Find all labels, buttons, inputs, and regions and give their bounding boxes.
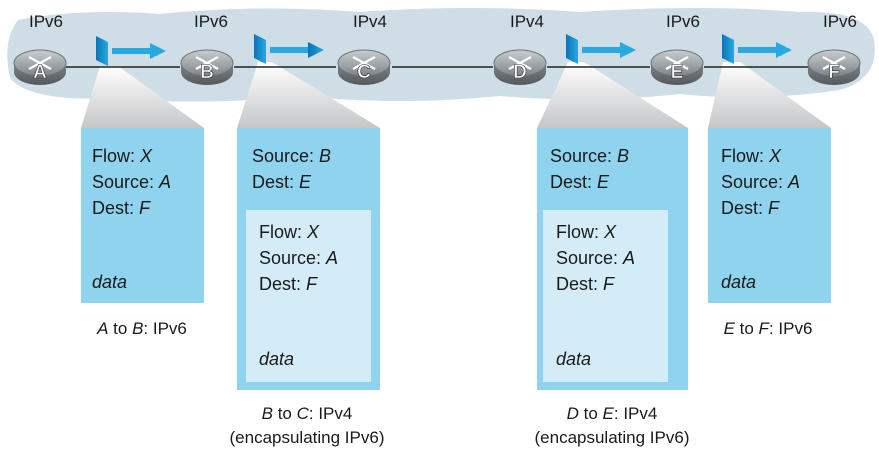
funnel-de bbox=[537, 62, 688, 128]
router-arrows-icon bbox=[508, 55, 532, 71]
outer-source-field: Source: B bbox=[550, 146, 629, 166]
proto-label-f: IPv6 bbox=[823, 12, 857, 31]
arrow-right-icon bbox=[308, 42, 324, 58]
packet-box bbox=[708, 128, 831, 303]
source-field: Source: A bbox=[92, 172, 171, 192]
outer-dest-field: Dest: E bbox=[550, 172, 610, 192]
router-proto-labels: IPv6 IPv6 IPv4 IPv4 IPv6 IPv6 bbox=[29, 12, 857, 31]
router-arrows-icon bbox=[665, 55, 689, 71]
router-letter: A bbox=[33, 62, 47, 83]
data-field: data bbox=[259, 349, 294, 369]
packet-caption: A to B: IPv6 bbox=[96, 319, 187, 338]
inner-packet-box bbox=[543, 210, 668, 382]
packet-ab: Flow: X Source: A Dest: F data A to B: I… bbox=[81, 128, 204, 338]
flow-field: Flow: X bbox=[259, 222, 320, 242]
router-d: D bbox=[493, 49, 547, 85]
router-arrows-icon bbox=[195, 55, 219, 71]
source-field: Source: A bbox=[259, 248, 338, 268]
funnel-ab bbox=[81, 66, 204, 128]
flow-field: Flow: X bbox=[556, 222, 617, 242]
inner-packet-box bbox=[246, 210, 371, 382]
funnel-bc bbox=[237, 62, 380, 128]
dest-field: Dest: F bbox=[259, 274, 318, 294]
router-a: A bbox=[13, 49, 67, 85]
router-e: E bbox=[650, 49, 704, 85]
packet-flag-icon bbox=[566, 34, 578, 64]
packet-caption-line2: (encapsulating IPv6) bbox=[230, 428, 385, 447]
source-field: Source: A bbox=[721, 172, 800, 192]
packet-caption-line2: (encapsulating IPv6) bbox=[535, 428, 690, 447]
data-field: data bbox=[721, 272, 756, 292]
router-arrows-icon bbox=[822, 55, 846, 71]
packet-caption: D to E: IPv4 bbox=[567, 404, 658, 423]
flow-field: Flow: X bbox=[721, 146, 782, 166]
proto-label-a: IPv6 bbox=[29, 12, 63, 31]
router-f: F bbox=[807, 49, 861, 85]
router-letter: D bbox=[513, 62, 527, 83]
router-b: B bbox=[180, 49, 234, 85]
router-letter: C bbox=[357, 62, 371, 83]
packet-ef: Flow: X Source: A Dest: F data E to F: I… bbox=[708, 128, 831, 338]
flag-arrow-ab bbox=[96, 36, 166, 66]
outer-source-field: Source: B bbox=[252, 146, 331, 166]
packet-de: Source: B Dest: E Flow: X Source: A Dest… bbox=[535, 128, 690, 447]
dest-field: Dest: F bbox=[92, 198, 151, 218]
router-arrows-icon bbox=[352, 55, 376, 71]
packet-caption: E to F: IPv6 bbox=[724, 319, 813, 338]
router-letter: E bbox=[671, 62, 684, 83]
routers: A B C D E F bbox=[13, 49, 861, 85]
packet-flag-icon bbox=[254, 34, 266, 64]
router-letter: B bbox=[200, 62, 214, 83]
router-letter: F bbox=[828, 62, 840, 83]
packet-flag-icon bbox=[96, 36, 108, 66]
outer-dest-field: Dest: E bbox=[252, 172, 312, 192]
arrow-right-icon bbox=[150, 43, 166, 59]
proto-label-d: IPv4 bbox=[510, 12, 544, 31]
data-field: data bbox=[92, 272, 127, 292]
funnel-ef bbox=[708, 62, 831, 128]
flag-arrow-bc bbox=[254, 34, 324, 64]
proto-label-b: IPv6 bbox=[194, 12, 228, 31]
data-field: data bbox=[556, 349, 591, 369]
proto-label-e: IPv6 bbox=[666, 12, 700, 31]
arrow-right-icon bbox=[620, 42, 636, 58]
router-c: C bbox=[337, 49, 391, 85]
packet-bc: Source: B Dest: E Flow: X Source: A Dest… bbox=[230, 128, 385, 447]
dest-field: Dest: F bbox=[721, 198, 780, 218]
proto-label-c: IPv4 bbox=[353, 12, 387, 31]
router-arrows-icon bbox=[28, 55, 52, 71]
packet-flag-icon bbox=[722, 34, 734, 64]
flow-field: Flow: X bbox=[92, 146, 153, 166]
source-field: Source: A bbox=[556, 248, 635, 268]
packet-caption: B to C: IPv4 bbox=[262, 404, 353, 423]
flag-arrow-ef bbox=[722, 34, 792, 64]
packet-box bbox=[81, 128, 204, 303]
flag-arrow-de bbox=[566, 34, 636, 64]
dest-field: Dest: F bbox=[556, 274, 615, 294]
arrow-right-icon bbox=[776, 42, 792, 58]
